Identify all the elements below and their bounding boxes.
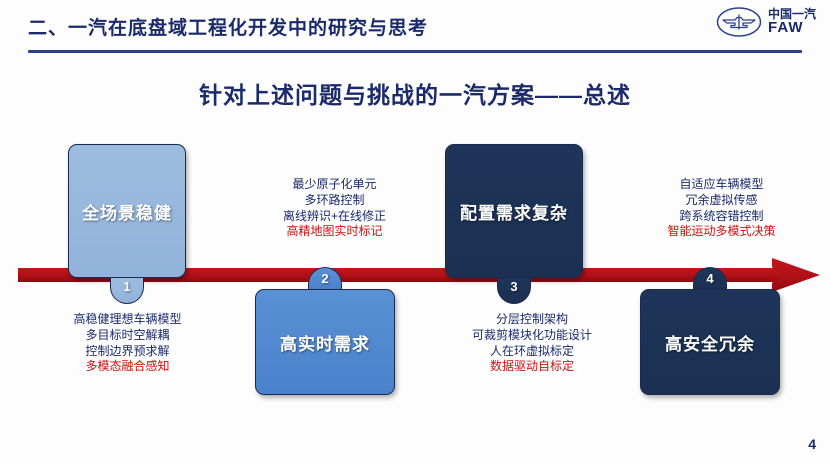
node-3-marker: 3 (497, 278, 531, 304)
detail-line: 分层控制架构 (495, 312, 568, 326)
detail-line: 多环路控制 (304, 192, 365, 207)
node-1-marker: 1 (110, 278, 144, 304)
detail-line-highlight: 数据驱动自标定 (489, 359, 574, 374)
node-2-marker: 2 (308, 267, 342, 291)
slide-header: 二、一汽在底盘域工程化开发中的研究与思考 中国一汽 FAW (0, 0, 830, 56)
right-arrow-icon (18, 258, 820, 292)
page-title: 针对上述问题与挑战的一汽方案——总述 (199, 82, 631, 108)
node-3-detail-text: 分层控制架构 可裁剪模块化功能设计 人在环虚拟标定 数据驱动自标定 (442, 312, 622, 375)
node-4-label: 高安全冗余 (665, 334, 755, 354)
detail-line-highlight: 智能运动多模式决策 (667, 224, 776, 239)
node-3-box[interactable]: 配置需求复杂 (445, 144, 583, 278)
detail-line: 多目标时空解耦 (85, 327, 170, 342)
node-2-number: 2 (321, 271, 329, 286)
page-number: 4 (808, 436, 816, 452)
node-2-label: 高实时需求 (280, 334, 370, 354)
faw-logo: 中国一汽 FAW (716, 6, 816, 38)
node-3-number: 3 (510, 279, 518, 294)
logo-wordmark: 中国一汽 FAW (768, 8, 816, 36)
detail-line: 跨系统容错控制 (679, 208, 764, 223)
detail-line-highlight: 多模态融合感知 (85, 359, 170, 374)
section-title: 二、一汽在底盘域工程化开发中的研究与思考 (28, 18, 429, 39)
node-4-marker: 4 (693, 267, 727, 291)
node-2-box[interactable]: 高实时需求 (255, 289, 395, 395)
node-1-detail-text: 高稳健理想车辆模型 多目标时空解耦 控制边界预求解 多模态融合感知 (45, 312, 210, 375)
detail-line: 自适应车辆模型 (679, 177, 764, 191)
detail-line-highlight: 高精地图实时标记 (286, 224, 383, 239)
logo-text-en: FAW (767, 19, 804, 37)
node-4-number: 4 (706, 271, 714, 286)
node-1-number: 1 (123, 279, 131, 294)
detail-line: 高稳健理想车辆模型 (73, 312, 182, 326)
detail-line: 可裁剪模块化功能设计 (471, 327, 592, 342)
detail-line: 离线辨识+在线修正 (282, 208, 386, 223)
process-arrow (18, 258, 820, 292)
detail-line: 人在环虚拟标定 (489, 343, 574, 358)
faw-oval-logo-icon (716, 7, 762, 37)
detail-line: 最少原子化单元 (292, 177, 377, 191)
detail-line: 冗余虚拟传感 (685, 192, 758, 207)
node-1-box[interactable]: 全场景稳健 (68, 144, 186, 278)
detail-line: 控制边界预求解 (85, 343, 170, 358)
node-4-detail-text: 自适应车辆模型 冗余虚拟传感 跨系统容错控制 智能运动多模式决策 (634, 177, 809, 240)
node-2-detail-text: 最少原子化单元 多环路控制 离线辨识+在线修正 高精地图实时标记 (252, 177, 417, 240)
logo-text-cn: 中国一汽 (767, 6, 816, 21)
node-1-label: 全场景稳健 (82, 203, 172, 223)
node-4-box[interactable]: 高安全冗余 (640, 289, 780, 395)
header-divider (28, 50, 802, 53)
node-3-label: 配置需求复杂 (460, 203, 568, 223)
